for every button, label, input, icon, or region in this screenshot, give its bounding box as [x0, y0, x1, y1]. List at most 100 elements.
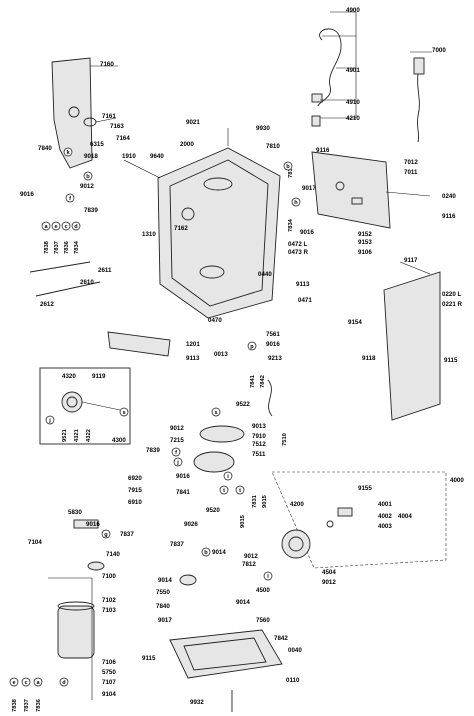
part-9014-shape: [179, 574, 197, 586]
part-label-9640: 9640: [150, 153, 164, 160]
part-label-0220: 0220 L: [442, 291, 461, 298]
part-label-7511: 7511: [252, 451, 266, 458]
part-7140-shape: [87, 561, 105, 571]
part-label-9104: 9104: [102, 691, 116, 698]
part-label-7836-left: 7836: [64, 240, 70, 254]
svg-text:e: e: [54, 224, 57, 230]
part-label-7011: 7011: [404, 169, 418, 176]
part-label-0470: 0470: [208, 317, 222, 324]
part-label-7834-right: 7834: [288, 218, 294, 232]
bubble-h-right: h: [291, 197, 301, 207]
part-label-7915: 7915: [128, 487, 142, 494]
svg-text:b: b: [286, 164, 290, 170]
part-label-4210: 4210: [346, 115, 360, 122]
svg-text:d: d: [62, 680, 66, 686]
part-label-7834-left: 7834: [74, 240, 80, 254]
part-label-0473: 0473 R: [288, 249, 308, 256]
bubble-s-left: s: [119, 407, 129, 417]
part-label-4300: 4300: [112, 437, 126, 444]
part-label-2612: 2612: [40, 301, 54, 308]
part-label-6920: 6920: [128, 475, 142, 482]
part-label-9014-bottom: 9014: [236, 599, 250, 606]
svg-text:f: f: [175, 450, 177, 456]
part-label-7838-low: 7838: [12, 698, 18, 712]
part-label-7840-low: 7840: [156, 603, 170, 610]
softener-7100-group: [48, 577, 95, 700]
part-label-7012: 7012: [404, 159, 418, 166]
part-label-0472: 0472 L: [288, 241, 307, 248]
bubble-a-left: a: [41, 221, 51, 231]
part-label-7163: 7163: [110, 123, 124, 130]
part-label-9932: 9932: [190, 699, 204, 706]
part-label-9016-left: 9016: [20, 191, 34, 198]
part-label-7000: 7000: [432, 47, 446, 54]
part-label-6315: 6315: [90, 141, 104, 148]
bubble-e-left: e: [51, 221, 61, 231]
part-label-9016-mid: 9016: [266, 341, 280, 348]
part-label-0471: 0471: [298, 297, 312, 304]
part-label-7107: 7107: [102, 679, 116, 686]
part-label-7561: 7561: [266, 331, 280, 338]
part-label-9016-right: 9016: [300, 229, 314, 236]
svg-text:s: s: [214, 410, 217, 416]
side-panel-7160-group: [51, 57, 118, 169]
part-label-7831: 7831: [252, 494, 258, 508]
part-label-4001: 4001: [378, 501, 392, 508]
part-label-7100: 7100: [102, 573, 116, 580]
part-label-9015-a: 9015: [240, 514, 246, 528]
part-label-7102: 7102: [102, 597, 116, 604]
part-label-9521: 9521: [62, 428, 68, 442]
svg-text:b: b: [86, 174, 90, 180]
part-label-9213: 9213: [268, 355, 282, 362]
part-5830-shape: [73, 519, 99, 529]
part-label-9016-low: 9016: [86, 521, 100, 528]
part-label-9153: 9153: [358, 239, 372, 246]
part-label-9118: 9118: [362, 355, 376, 362]
svg-text:k: k: [66, 150, 70, 156]
part-label-7215: 7215: [170, 437, 184, 444]
bubble-b-right: b: [283, 161, 293, 171]
svg-text:c: c: [64, 224, 67, 230]
part-label-4322: 4322: [86, 429, 92, 442]
part-label-7140: 7140: [106, 551, 120, 558]
part-label-9155: 9155: [358, 485, 372, 492]
part-label-9015-b: 9015: [262, 494, 268, 508]
bubble-b-left: b: [83, 171, 93, 181]
svg-text:a: a: [44, 224, 48, 230]
part-label-7160: 7160: [100, 61, 114, 68]
part-label-7837-mid: 7837: [170, 541, 184, 548]
part-label-9117: 9117: [404, 257, 418, 264]
svg-text:p: p: [250, 344, 254, 350]
part-label-9018: 9018: [84, 153, 98, 160]
pump-detail-box: [39, 367, 131, 445]
part-label-4320: 4320: [62, 373, 76, 380]
part-label-7839-left: 7839: [84, 207, 98, 214]
part-label-7835: 7835: [288, 164, 294, 178]
part-label-9154: 9154: [348, 319, 362, 326]
part-label-9116-mid: 9116: [442, 213, 456, 220]
part-label-0040: 0040: [288, 647, 302, 654]
bubble-p: p: [247, 341, 257, 351]
part-label-2611: 2611: [98, 267, 112, 274]
part-label-7550: 7550: [156, 589, 170, 596]
bubble-c-left: c: [61, 221, 71, 231]
part-label-7560: 7560: [256, 617, 270, 624]
part-label-7837-bottom: 7837: [24, 699, 30, 712]
part-label-9021: 9021: [186, 119, 200, 126]
part-label-7106: 7106: [102, 659, 116, 666]
part-label-4504: 4504: [322, 569, 336, 576]
part-label-9520: 9520: [206, 507, 220, 514]
tub-2000-group: [123, 128, 281, 319]
bubble-e-low: e: [9, 677, 19, 687]
part-label-4200: 4200: [290, 501, 304, 508]
part-label-7812: 7812: [242, 561, 256, 568]
bubble-j: j: [45, 415, 55, 425]
svg-text:i: i: [227, 474, 229, 480]
part-label-7840-top: 7840: [38, 145, 52, 152]
part-label-9012-pump: 9012: [244, 553, 258, 560]
bubble-c-low: c: [21, 677, 31, 687]
part-label-5830: 5830: [68, 509, 82, 516]
bubble-f-left: f: [65, 193, 75, 203]
part-label-9113-low: 9113: [186, 355, 200, 362]
svg-text:s: s: [122, 410, 125, 416]
